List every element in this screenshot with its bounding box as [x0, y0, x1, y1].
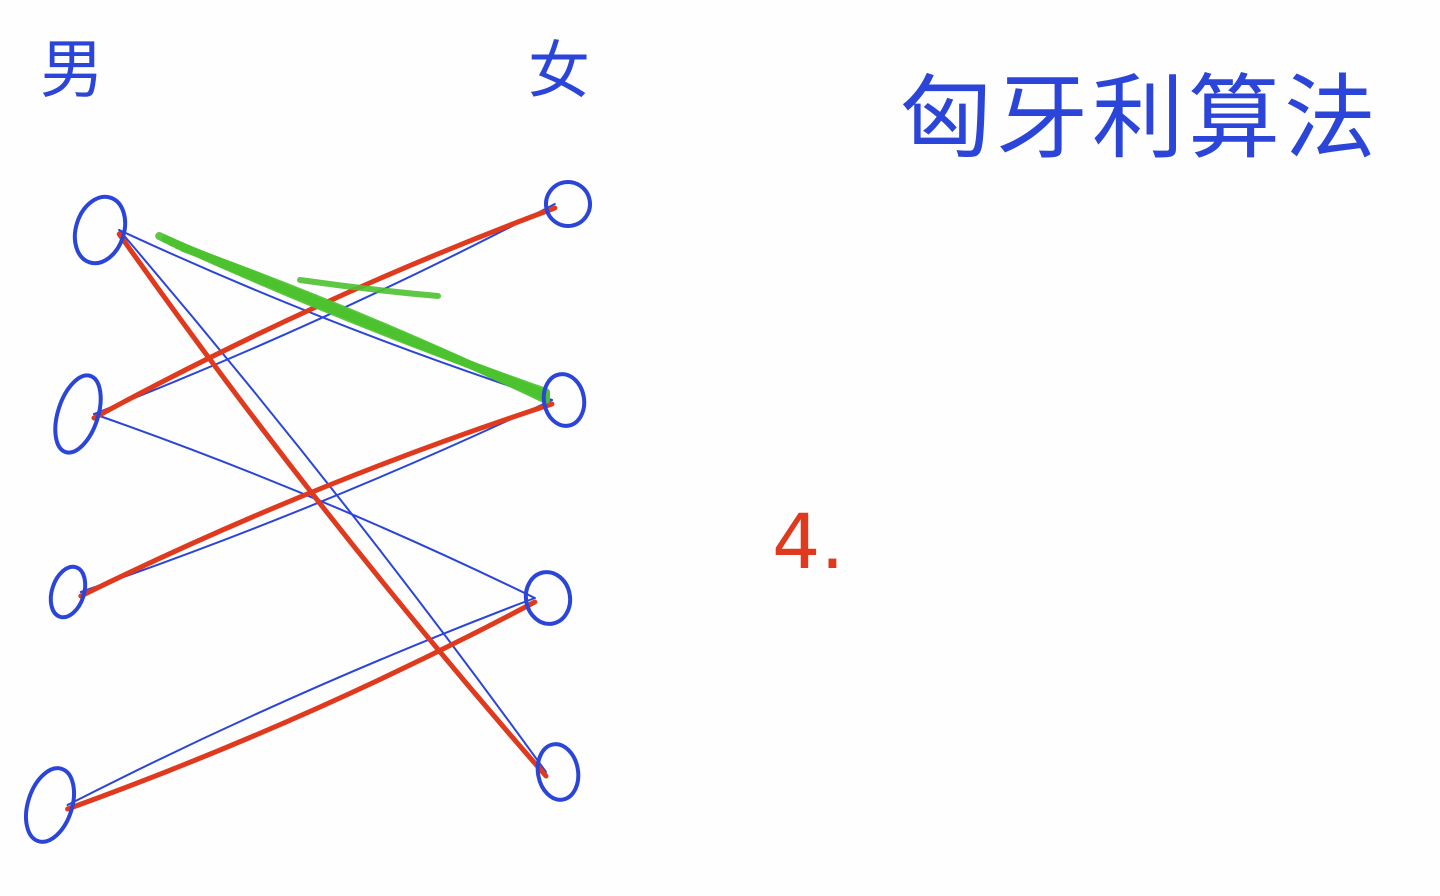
- left-group-label: 男: [40, 34, 104, 108]
- highlighted-edge-L1-R2-flick: [297, 277, 441, 299]
- graph-nodes: [24, 180, 592, 844]
- node-R2: [541, 372, 587, 428]
- matched-edge-L3-R2: [78, 401, 555, 599]
- candidate-edge-L4-R3: [66, 597, 536, 806]
- note-label: 4.: [772, 497, 845, 586]
- right-group-label: 女: [528, 34, 590, 107]
- node-R4: [535, 742, 581, 802]
- highlighted-edges: [155, 232, 550, 404]
- highlighted-edge-L1-R2-stroke-5: [179, 244, 550, 404]
- matched-edge-L1-R4: [116, 231, 549, 779]
- node-L4: [24, 766, 76, 844]
- matched-edge-L4-R3: [65, 599, 538, 812]
- node-L2: [53, 373, 103, 455]
- candidate-edge-L1-R2: [118, 229, 553, 401]
- node-L3: [48, 564, 88, 620]
- node-R1: [544, 180, 592, 228]
- node-L1: [72, 194, 128, 266]
- candidate-edge-L2-R1: [93, 203, 556, 415]
- node-R3: [523, 570, 573, 626]
- candidate-edge-L2-R3: [93, 413, 536, 599]
- candidate-edge-L1-R4: [118, 229, 547, 773]
- title-label: 匈牙利算法: [900, 65, 1380, 172]
